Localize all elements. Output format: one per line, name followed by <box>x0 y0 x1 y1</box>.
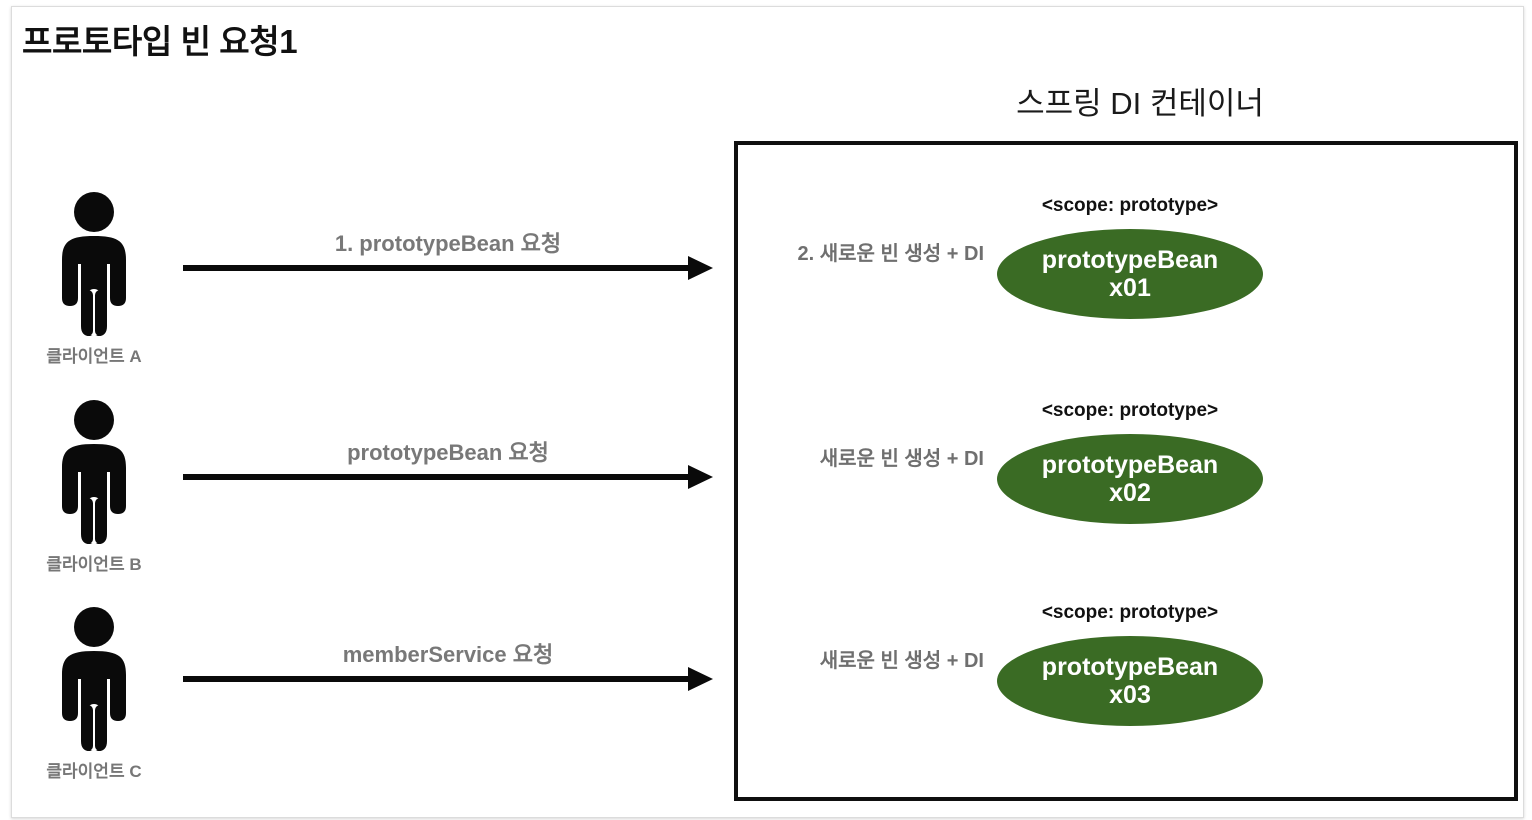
bean-note-1: 2. 새로운 빈 생성 + DI <box>797 243 984 265</box>
bean-instance-3: x03 <box>1109 681 1151 709</box>
arrow-head-icon <box>688 667 713 691</box>
bean-instance-2: x02 <box>1109 479 1151 507</box>
page-title: 프로토타입 빈 요청1 <box>22 23 298 60</box>
arrow-head-icon <box>688 465 713 489</box>
request-arrow-3-label: memberService 요청 <box>342 642 554 667</box>
bean-scope-1: <scope: prototype> <box>1041 195 1219 216</box>
bean-note-2: 새로운 빈 생성 + DI <box>819 448 984 470</box>
bean-instance-1: x01 <box>1109 274 1151 302</box>
bean-ellipse-1: prototypeBean x01 <box>997 229 1263 319</box>
bean-name-3: prototypeBean <box>1041 653 1219 681</box>
bean-ellipse-2: prototypeBean x02 <box>997 434 1263 524</box>
bean-name-2: prototypeBean <box>1041 451 1219 479</box>
request-arrow-2-label: prototypeBean 요청 <box>347 440 549 465</box>
client-c: 클라이언트 C <box>29 605 159 782</box>
arrow-line <box>183 474 691 480</box>
client-b-label: 클라이언트 B <box>46 555 142 574</box>
di-container-title: 스프링 DI 컨테이너 <box>1016 86 1264 121</box>
bean-scope-3: <scope: prototype> <box>1041 602 1219 623</box>
client-a: 클라이언트 A <box>29 190 159 367</box>
arrow-line <box>183 265 691 271</box>
client-b: 클라이언트 B <box>29 398 159 575</box>
request-arrow-1-label: 1. prototypeBean 요청 <box>334 231 562 256</box>
bean-scope-2: <scope: prototype> <box>1041 400 1219 421</box>
bean-name-1: prototypeBean <box>1041 246 1219 274</box>
bean-note-3: 새로운 빈 생성 + DI <box>819 650 984 672</box>
arrow-head-icon <box>688 256 713 280</box>
client-a-label: 클라이언트 A <box>46 347 142 366</box>
client-c-label: 클라이언트 C <box>46 762 142 781</box>
bean-ellipse-3: prototypeBean x03 <box>997 636 1263 726</box>
arrow-line <box>183 676 691 682</box>
